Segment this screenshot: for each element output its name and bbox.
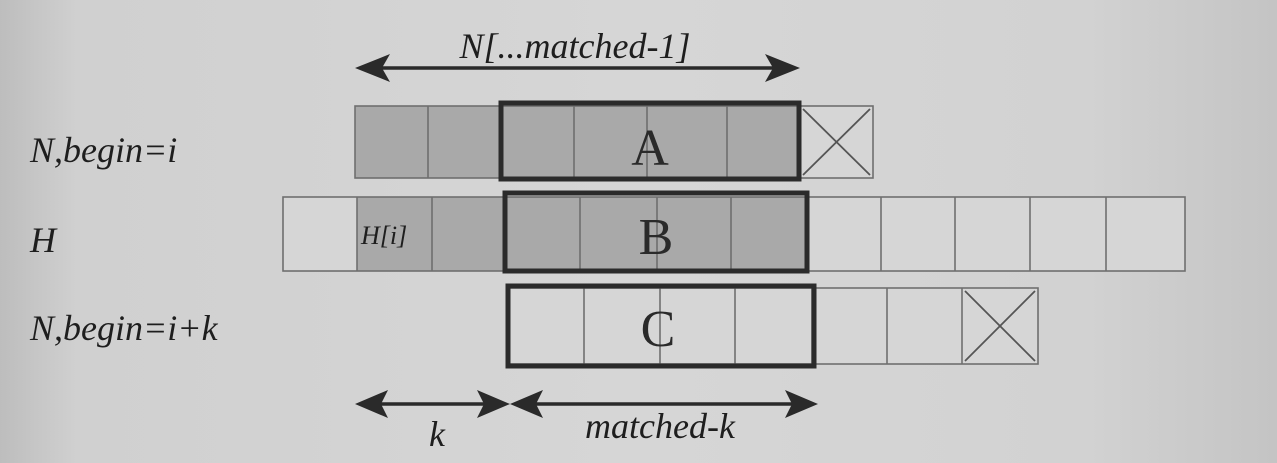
top-span-label: N[...matched-1] <box>459 26 691 66</box>
box-a <box>498 100 802 182</box>
box-c <box>505 283 817 369</box>
box-b <box>502 190 810 274</box>
crossed-cell-row1 <box>802 108 871 176</box>
k-arrow <box>355 390 510 418</box>
box-a-label: A <box>631 120 669 177</box>
row-n-begin-i-plus-k <box>505 283 1039 369</box>
hi-cell-label: H[i] <box>360 221 407 250</box>
box-b-label: B <box>639 209 674 266</box>
k-label: k <box>429 414 446 454</box>
row-n-begin-i <box>354 100 874 182</box>
row3-label: N,begin=i+k <box>29 308 219 348</box>
row-h <box>282 190 1186 274</box>
row1-label: N,begin=i <box>29 130 177 170</box>
top-span-arrow <box>355 54 800 82</box>
box-c-label: C <box>641 301 676 358</box>
row2-label: H <box>29 220 58 260</box>
matched-k-arrow <box>510 390 818 418</box>
matched-k-label: matched-k <box>585 406 736 446</box>
crossed-cell-row3 <box>964 290 1036 362</box>
